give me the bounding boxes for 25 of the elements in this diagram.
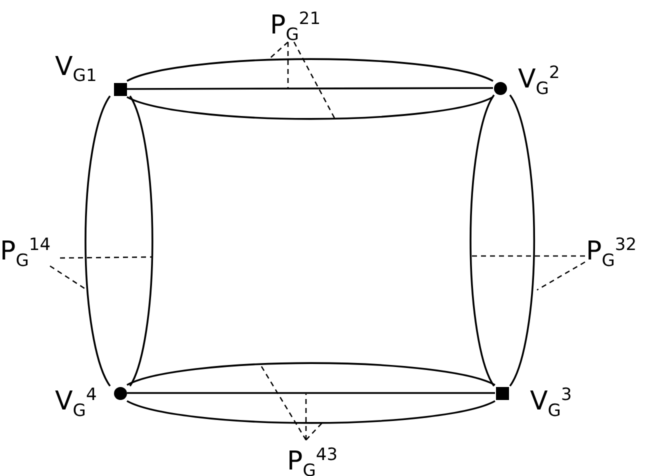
graph-edge <box>509 94 536 386</box>
vertex-square <box>496 386 508 400</box>
leader-line <box>472 255 585 257</box>
graph-edge <box>126 96 494 120</box>
leader-line <box>293 42 336 120</box>
vertex-square <box>114 82 126 96</box>
leader-line <box>259 364 307 440</box>
graph-edge <box>127 392 495 394</box>
vertex-label: V$_{G1}$ <box>55 52 97 88</box>
vertex-dot <box>114 386 126 400</box>
graph-edge <box>129 96 154 386</box>
leader-line <box>306 422 322 440</box>
leader-line <box>60 256 152 259</box>
leader-line <box>50 265 88 291</box>
leader-line <box>536 261 586 291</box>
graph-edge <box>470 94 495 386</box>
graph-edge <box>126 400 496 424</box>
graph-edge <box>126 58 494 82</box>
vertex-dot <box>494 82 506 94</box>
graph-edge <box>127 87 493 90</box>
leader-line <box>305 394 307 440</box>
graph-edge <box>126 362 496 386</box>
leader-line <box>287 42 289 88</box>
leader-line <box>268 42 288 60</box>
graph-edge <box>84 96 111 386</box>
